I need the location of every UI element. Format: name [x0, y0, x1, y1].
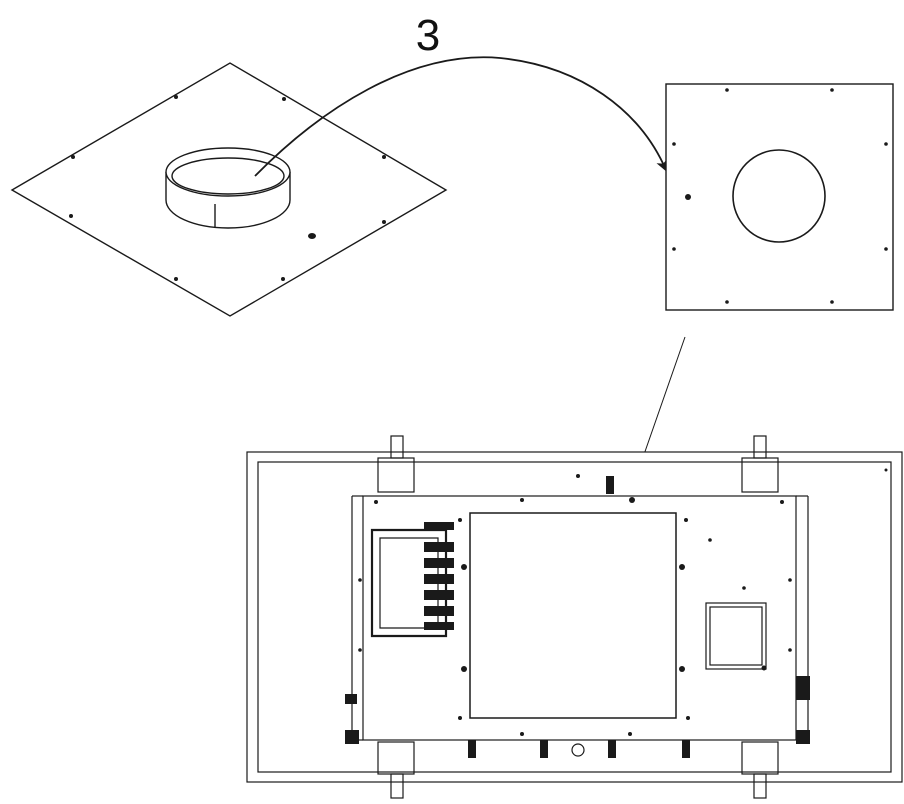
flat-plate-holes [672, 88, 888, 304]
flat-plate-opening [732, 149, 826, 243]
flat-plate [665, 83, 894, 311]
isometric-plate [10, 62, 448, 317]
panel-opening [469, 512, 677, 719]
bottom-port [571, 743, 585, 757]
main-panel [362, 495, 797, 741]
enclosure-assembly [246, 435, 903, 799]
inner-frame [257, 461, 892, 773]
connector-block [424, 522, 454, 630]
right-module [705, 602, 767, 670]
panel-fasteners [358, 468, 888, 736]
plate-holes [69, 95, 386, 281]
collar-ring [165, 147, 291, 229]
curved-arrow [254, 56, 668, 177]
side-latches [345, 676, 810, 744]
step-number: 3 [416, 11, 440, 60]
corner-posts [377, 435, 779, 799]
bottom-bolts [468, 476, 690, 758]
flat-plate-outline [665, 83, 894, 311]
